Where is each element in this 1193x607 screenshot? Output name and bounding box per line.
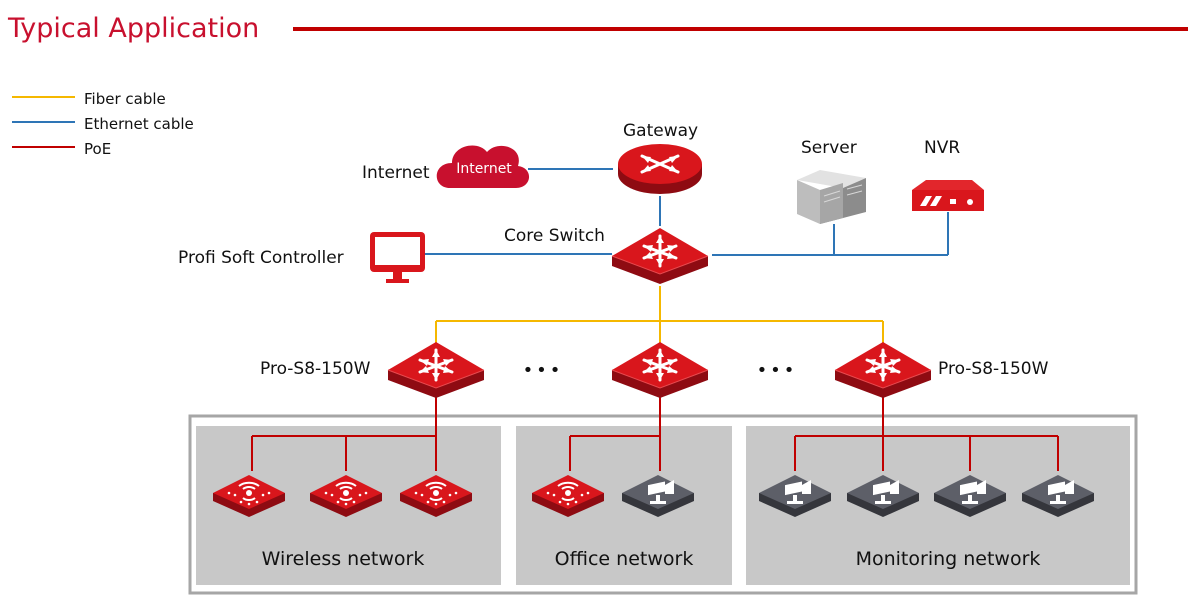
internet-cloud-icon: Internet xyxy=(436,145,530,188)
core-switch-label: Core Switch xyxy=(504,226,605,246)
legend: Fiber cable Ethernet cable PoE xyxy=(12,90,194,158)
legend-label-fiber: Fiber cable xyxy=(84,90,166,108)
ellipsis-right: ••• xyxy=(757,360,798,381)
access-switch-right-icon xyxy=(833,340,933,400)
page-title: Typical Application xyxy=(7,13,259,44)
nvr-label: NVR xyxy=(924,138,960,158)
office-network-label: Office network xyxy=(555,548,694,570)
ethernet-links xyxy=(425,168,949,256)
nvr-icon xyxy=(912,180,984,211)
server-label: Server xyxy=(801,138,857,158)
fiber-links xyxy=(435,286,884,343)
monitoring-network-label: Monitoring network xyxy=(856,548,1041,570)
controller-label: Profi Soft Controller xyxy=(178,248,344,268)
server-icon xyxy=(797,170,866,224)
access-switch-right-label: Pro-S8-150W xyxy=(938,359,1049,379)
access-switch-left-icon xyxy=(386,340,486,400)
monitor-icon xyxy=(370,232,425,283)
legend-label-poe: PoE xyxy=(84,140,111,158)
legend-label-ethernet: Ethernet cable xyxy=(84,115,194,133)
poe-links xyxy=(251,392,1059,471)
core-switch-icon xyxy=(610,226,710,286)
wireless-network-label: Wireless network xyxy=(262,548,425,570)
internet-cloud-text: Internet xyxy=(456,161,512,177)
gateway-label: Gateway xyxy=(623,121,698,141)
access-switch-left-label: Pro-S8-150W xyxy=(260,359,371,379)
gateway-router-icon xyxy=(618,144,702,194)
access-switch-middle-icon xyxy=(610,340,710,400)
ellipsis-left: ••• xyxy=(523,360,564,381)
internet-label: Internet xyxy=(362,163,430,183)
title-rule xyxy=(293,27,1188,31)
